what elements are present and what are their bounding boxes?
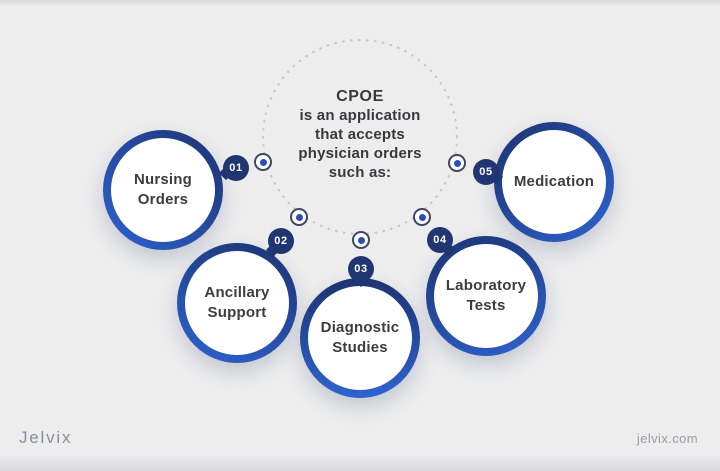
node-label: Ancillary Support [204,284,270,321]
node-inner: Diagnostic Studies [308,286,412,390]
node-laboratory-tests: Laboratory Tests [426,236,546,356]
node-inner: Laboratory Tests [434,244,538,348]
node-label: Medication [513,173,595,190]
node-nursing-orders: Nursing Orders [103,130,223,250]
node-inner: Medication [502,130,606,234]
target-marker-icon [290,208,308,226]
jelvix-logo: Jelvix [19,428,73,447]
target-marker-icon [448,154,466,172]
center-line: is an application [299,107,421,124]
number-badge-03: 03 [348,256,374,282]
node-ancillary-support: Ancillary Support [177,243,297,363]
bottom-edge-shade [0,456,720,471]
number-badge-04: 04 [427,227,453,253]
number-badge-01: 01 [223,155,249,181]
target-marker-icon [413,208,431,226]
node-label: Diagnostic Studies [320,319,400,356]
target-marker-icon [352,231,370,249]
node-label: Nursing Orders [133,171,193,208]
node-inner: Ancillary Support [185,251,289,355]
number-badge-02: 02 [268,228,294,254]
website-url: jelvix.com [636,431,698,446]
node-medication: Medication [494,122,614,242]
node-label: Laboratory Tests [445,277,527,314]
center-line: that accepts [315,126,405,143]
top-edge-shade [0,0,720,7]
center-line: such as: [328,164,392,181]
node-diagnostic-studies: Diagnostic Studies [300,278,420,398]
number-badge-05: 05 [473,159,499,185]
target-marker-icon [254,153,272,171]
node-inner: Nursing Orders [111,138,215,242]
center-title: CPOE [336,88,384,105]
center-line: physician orders [298,145,422,162]
center-description: CPOE is an application that accepts phys… [245,87,475,182]
